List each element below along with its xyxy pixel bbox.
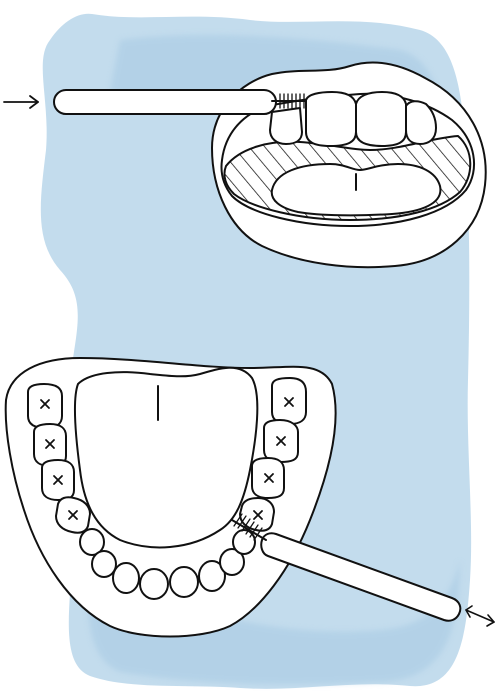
interdental-brush-handle	[53, 89, 277, 115]
cross-mark-icon	[45, 439, 55, 449]
mouth-front-view	[3, 61, 487, 269]
cross-mark-icon	[40, 399, 50, 409]
brush-bristles	[279, 93, 305, 109]
front-teeth	[79, 528, 256, 600]
front-tooth	[91, 550, 117, 578]
watercolor-shade	[87, 560, 460, 685]
cross-marks	[40, 397, 294, 520]
upper-tooth	[355, 91, 407, 147]
cross-mark-icon	[284, 397, 294, 407]
front-tooth	[79, 528, 105, 556]
right-arrow-icon	[3, 95, 39, 109]
front-tooth	[139, 568, 169, 600]
front-tooth	[219, 548, 245, 576]
interdental-brush-handle	[260, 532, 462, 622]
front-tooth	[198, 560, 226, 592]
cross-mark-icon	[276, 436, 286, 446]
double-arrow-icon	[465, 605, 495, 627]
upper-tooth	[405, 100, 437, 145]
upper-tooth	[269, 107, 303, 145]
molar-tooth	[27, 383, 63, 429]
tongue-area	[73, 366, 259, 549]
front-tooth	[112, 562, 140, 594]
cross-mark-icon	[253, 510, 263, 520]
cross-mark-icon	[53, 475, 63, 485]
front-tooth	[232, 529, 256, 555]
cross-mark-icon	[68, 510, 78, 520]
brush-bristles	[233, 513, 263, 541]
front-tooth	[169, 566, 199, 598]
lower-arch-top-view	[4, 357, 495, 638]
upper-tooth	[305, 91, 357, 147]
cross-mark-icon	[264, 473, 274, 483]
